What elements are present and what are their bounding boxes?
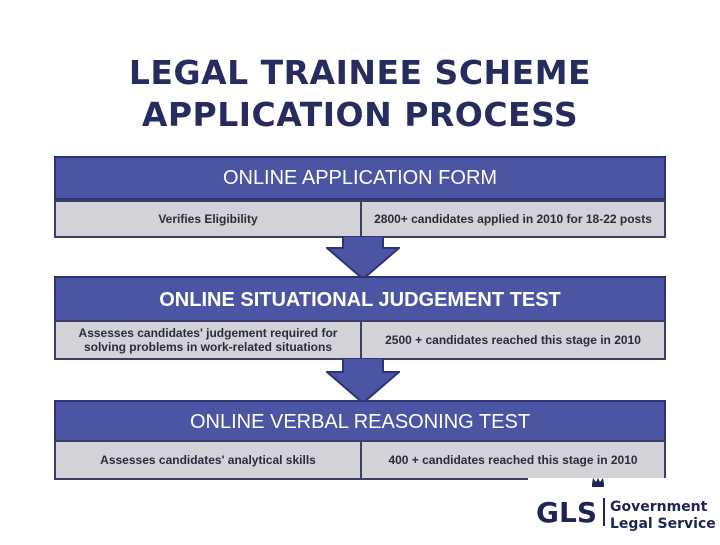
flow-arrow-1	[326, 236, 400, 280]
logo-abbr: GLS	[536, 496, 597, 529]
stage-2-left-cell: Assesses candidates' judgement required …	[54, 320, 362, 360]
flow-arrow-2	[326, 358, 400, 404]
stage-1-right-cell: 2800+ candidates applied in 2010 for 18-…	[360, 200, 666, 238]
stage-3-heading: ONLINE VERBAL REASONING TEST	[54, 400, 666, 442]
stage-3-left-cell: Assesses candidates' analytical skills	[54, 440, 362, 480]
page-title: LEGAL TRAINEE SCHEME APPLICATION PROCESS	[0, 52, 720, 136]
stage-1-heading: ONLINE APPLICATION FORM	[54, 156, 666, 200]
stage-3-right-cell: 400 + candidates reached this stage in 2…	[360, 440, 666, 480]
crown-icon	[592, 478, 604, 487]
stage-1-left-cell: Verifies Eligibility	[54, 200, 362, 238]
title-line-1: LEGAL TRAINEE SCHEME	[128, 53, 592, 92]
logo-line-2: Legal Service	[610, 516, 716, 532]
gls-logo: GLS Government Legal Service	[528, 478, 720, 540]
stage-2-right-cell: 2500 + candidates reached this stage in …	[360, 320, 666, 360]
gls-logo-graphic: GLS Government Legal Service	[536, 478, 716, 532]
title-line-2: APPLICATION PROCESS	[141, 95, 579, 134]
stage-2-heading: ONLINE SITUATIONAL JUDGEMENT TEST	[54, 276, 666, 322]
logo-line-1: Government	[610, 499, 708, 515]
